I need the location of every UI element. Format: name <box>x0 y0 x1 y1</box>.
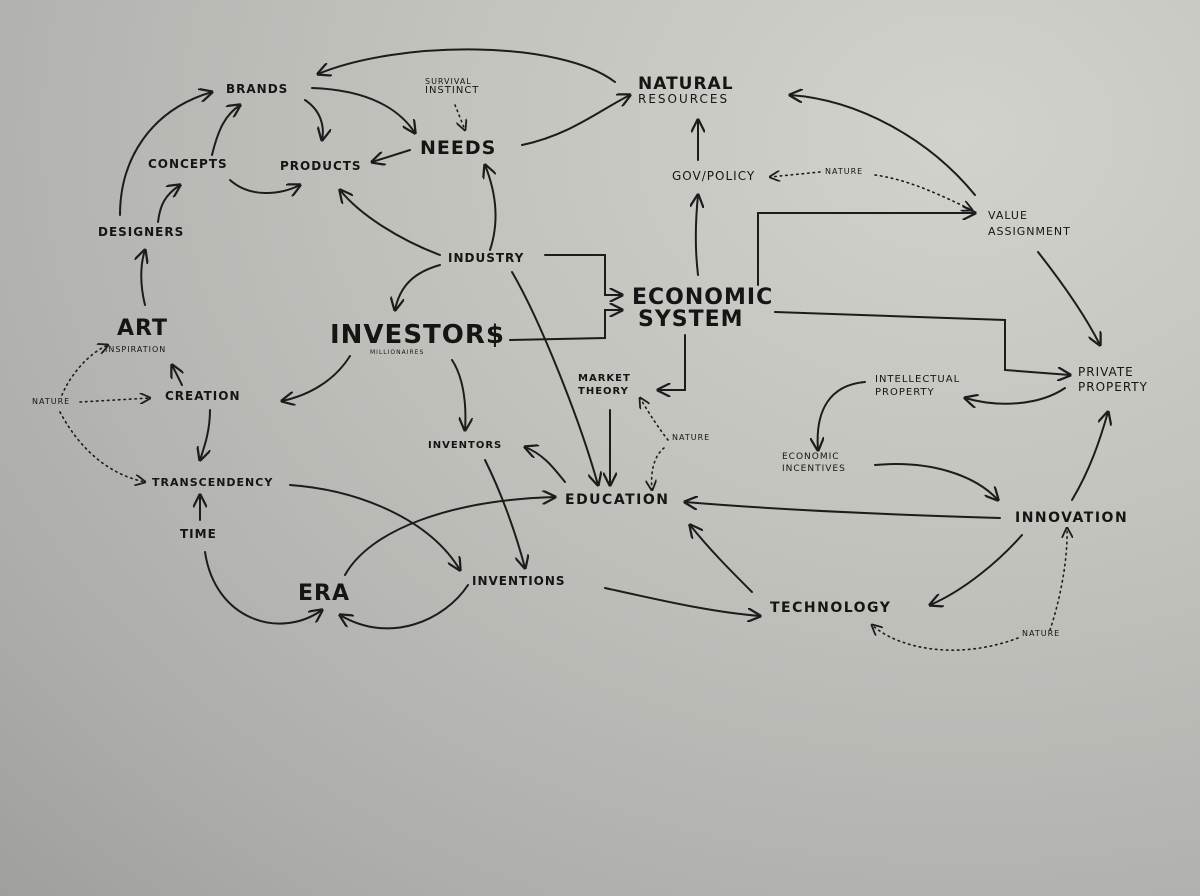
edge-transcendency-to-inventions <box>289 484 460 570</box>
edge-technology-to-education <box>690 525 753 593</box>
edge-nature-to-transcendency <box>59 411 145 482</box>
node-time: TIME <box>180 527 217 541</box>
node-era: ERA <box>298 581 350 606</box>
edge-education-to-inventors <box>525 447 566 483</box>
node-innovation: INNOVATION <box>1015 510 1129 526</box>
edge-value-to-natural <box>790 95 976 196</box>
edge-nature-to-market <box>640 398 669 441</box>
edge-creation-to-transcendency <box>200 409 211 460</box>
node-concepts: CONCEPTS <box>148 157 228 171</box>
label-line: INSTINCT <box>425 85 480 96</box>
node-inventors: INVENTORS <box>428 440 503 451</box>
node-transcendency: TRANSCENDENCY <box>152 476 274 489</box>
node-intellectual-property: INTELLECTUAL PROPERTY <box>875 375 960 398</box>
edge-inventors-to-inventions <box>484 459 525 568</box>
label-line: INTELLECTUAL <box>875 374 961 385</box>
edge-economic-to-gov <box>696 195 698 276</box>
node-inventions: INVENTIONS <box>472 574 566 588</box>
label-line: ECONOMIC <box>782 452 840 462</box>
label-line: ASSIGNMENT <box>988 225 1071 238</box>
edge-value-to-private <box>1037 251 1100 345</box>
node-designers: DESIGNERS <box>98 225 185 239</box>
edge-designers-to-brands <box>119 92 212 216</box>
edge-economic-to-value <box>757 213 975 286</box>
edge-natural-resources-to-brands <box>318 48 616 83</box>
label-line: RESOURCES <box>638 92 730 106</box>
edge-industry-to-products <box>340 190 441 256</box>
edge-time-to-era <box>204 551 322 625</box>
edge-industry-to-education <box>511 271 598 485</box>
edge-investors-to-inventors <box>451 359 465 430</box>
node-nature-1: NATURE <box>825 167 864 176</box>
edge-brands-to-products <box>304 99 323 140</box>
edge-nature-to-inspiration <box>61 345 108 396</box>
edge-creation-to-art <box>172 365 182 386</box>
label-line: INCENTIVES <box>782 464 846 474</box>
node-brands: BRANDS <box>226 82 289 96</box>
edge-nature-to-education <box>652 447 665 490</box>
label-line: THEORY <box>578 386 629 397</box>
edge-nature-to-innovation <box>1049 528 1067 631</box>
edge-inventions-to-era <box>340 584 469 630</box>
node-millionaires: MILLIONAIRES <box>370 349 425 356</box>
edge-concepts-to-products <box>229 179 300 193</box>
edge-survival-to-needs <box>454 104 465 130</box>
label-line: SURVIVAL <box>425 77 472 86</box>
edge-needs-to-natural-resources <box>521 95 630 146</box>
edge-economic-to-market <box>658 334 686 390</box>
node-needs: NEEDS <box>420 137 497 159</box>
edge-needs-to-products <box>372 149 411 162</box>
node-gov-policy: GOV/POLICY <box>672 169 756 183</box>
edge-innovation-to-private <box>1071 412 1108 501</box>
edge-investors-to-creation <box>282 355 351 401</box>
node-investors: INVESTOR$ <box>330 320 505 350</box>
edge-nature-to-creation <box>79 398 150 402</box>
edge-inventions-to-technology <box>604 587 760 616</box>
label-line: PROPERTY <box>875 387 935 398</box>
node-creation: CREATION <box>165 389 241 403</box>
node-education: EDUCATION <box>565 492 670 508</box>
node-nature-2: NATURE <box>32 397 71 406</box>
edge-innovation-to-technology <box>930 534 1023 605</box>
node-market-theory: MARKET THEORY <box>578 374 631 397</box>
label-line: ECONOMIC <box>632 285 774 310</box>
label-line: VALUE <box>988 209 1028 222</box>
node-economic-incentives: ECONOMIC INCENTIVES <box>782 453 846 474</box>
edge-concepts-to-brands <box>211 105 240 156</box>
label-line: NATURAL <box>638 74 734 94</box>
edge-innovation-to-education <box>685 502 1001 519</box>
edge-economic-to-private <box>774 311 1070 375</box>
edge-nature-to-gov <box>770 172 821 177</box>
edge-incentives-to-innovation <box>874 463 998 500</box>
edge-art-to-designers <box>141 250 145 306</box>
edge-nature-to-technology <box>872 625 1019 651</box>
node-inspiration: INSPIRATION <box>105 345 167 354</box>
node-products: PRODUCTS <box>280 159 362 173</box>
edge-designers-to-concepts <box>157 185 180 223</box>
node-art: ART <box>117 316 168 341</box>
node-industry: INDUSTRY <box>448 251 525 265</box>
node-nature-4: NATURE <box>1022 629 1061 638</box>
edge-industry-to-economic <box>544 254 622 295</box>
label-line: MARKET <box>578 373 631 384</box>
edge-nature-to-value <box>874 174 972 210</box>
node-technology: TECHNOLOGY <box>770 600 892 616</box>
label-line: PRIVATE <box>1078 365 1134 379</box>
edge-intellectual-to-incentives <box>818 381 866 450</box>
edge-industry-to-investors <box>395 264 441 310</box>
label-line: SYSTEM <box>638 307 744 332</box>
edge-private-to-intellectual <box>965 387 1066 404</box>
edge-industry-to-needs <box>485 165 497 251</box>
edge-era-to-education <box>344 497 555 576</box>
edge-investors-to-economic <box>509 310 622 341</box>
node-nature-3: NATURE <box>672 433 711 442</box>
label-line: PROPERTY <box>1078 380 1148 394</box>
edge-brands-to-needs <box>311 87 415 133</box>
node-value-assignment: VALUE ASSIGNMENT <box>988 210 1071 237</box>
